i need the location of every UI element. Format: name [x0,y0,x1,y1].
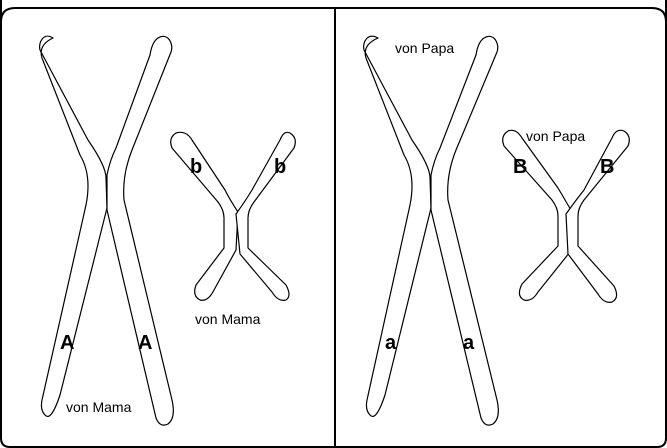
left-large-origin-label: von Mama [66,399,132,415]
right-small-chromosome: B B von Papa [502,128,630,303]
right-large-chromatid-left [363,35,432,417]
left-large-chromatid-left [39,35,108,417]
right-large-chromatid-right [430,35,499,426]
right-small-chromatid-right [565,129,630,303]
left-large-allele-left: A [60,332,74,354]
left-small-chromatid-right [235,131,296,301]
right-small-origin-label: von Papa [526,128,585,144]
left-small-origin-label: von Mama [195,311,261,327]
left-large-chromosome: A A von Mama [39,35,174,426]
right-small-allele-left: B [513,156,527,178]
left-large-allele-right: A [138,332,152,354]
right-small-chromatid-left [502,129,573,301]
right-large-origin-label: von Papa [395,40,454,56]
right-small-allele-right: B [600,156,614,178]
left-small-chromosome: b b von Mama [170,131,296,327]
right-large-allele-left: a [385,332,397,354]
panel-top-edge [0,7,667,23]
left-panel: A A von Mama b b von Mama [39,35,296,426]
right-large-chromosome: a a von Papa [363,35,499,426]
left-small-allele-left: b [190,156,202,178]
right-large-allele-right: a [463,332,475,354]
left-small-allele-right: b [274,156,286,178]
right-panel: a a von Papa B B von Papa [363,35,630,426]
left-large-chromatid-right [106,35,174,426]
left-small-chromatid-left [170,131,239,301]
